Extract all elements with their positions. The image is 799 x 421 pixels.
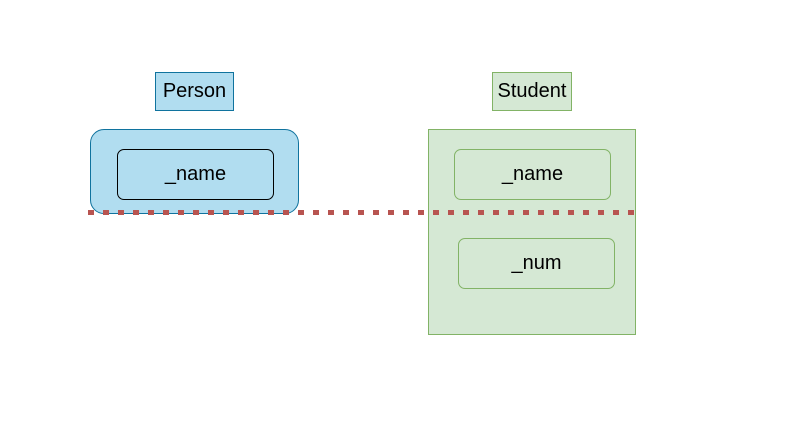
person-object-box: _name [90, 129, 299, 214]
dotted-divider-line [88, 210, 638, 215]
student-object-box: _name _num [428, 129, 636, 335]
person-class-label: Person [155, 72, 234, 111]
student-num-field: _num [458, 238, 615, 289]
student-class-label: Student [492, 72, 572, 111]
student-name-field: _name [454, 149, 611, 200]
person-name-field: _name [117, 149, 274, 200]
